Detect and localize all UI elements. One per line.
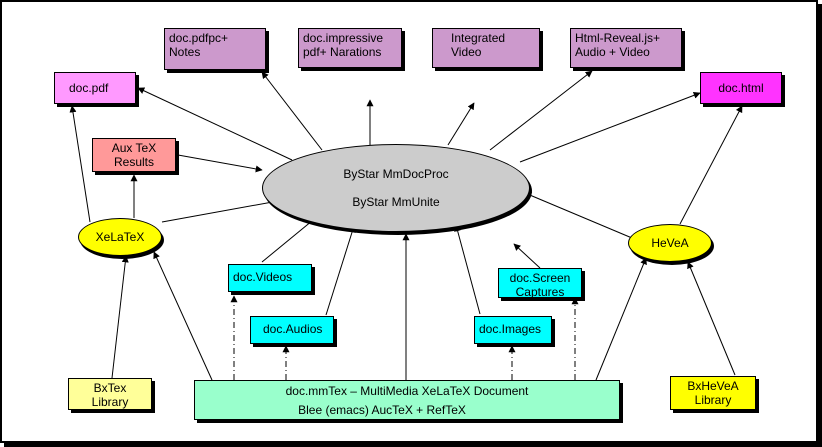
node-bystar-center: ByStar MmDocProc ByStar MmUnite	[262, 144, 530, 232]
arrow-xelatex-to-pdf	[69, 105, 91, 223]
arrow-source-to-hevea	[595, 257, 647, 381]
node-doc-html: doc.html	[700, 72, 782, 104]
node-doc-screen-captures: doc.Screen Captures	[498, 268, 582, 299]
arrow-center-to-integrated	[447, 102, 475, 146]
center-label-mmdocproc: ByStar MmDocProc	[343, 167, 449, 181]
node-aux-tex-results: Aux TeX Results	[92, 138, 176, 172]
node-pdfpc: doc.pdfpc+ Notes	[164, 28, 266, 70]
arrow-hevea-to-center	[524, 192, 633, 239]
arrow-source-to-xelatex	[153, 251, 213, 381]
node-doc-mmtex-source: doc.mmTex – MultiMedia XeLaTeX Document …	[194, 380, 620, 420]
source-label-document: doc.mmTex – MultiMedia XeLaTeX Document	[285, 384, 529, 398]
node-bxtex-library: BxTex Library	[68, 378, 152, 410]
arrow-center-to-pdf	[137, 87, 293, 161]
arrow-images-to-center	[454, 224, 481, 315]
arrow-screen-to-center	[513, 243, 541, 269]
arrow-bxtex-to-xelatex	[111, 255, 129, 379]
node-bxhevea-library: BxHeVeA Library	[670, 376, 756, 410]
arrow-aux-to-center	[177, 154, 263, 173]
node-hevea: HeVeA	[628, 224, 712, 262]
source-label-editor: Blee (emacs) AucTeX + RefTeX	[298, 403, 466, 417]
node-doc-pdf: doc.pdf	[54, 72, 136, 104]
arrow-center-to-html	[519, 91, 701, 163]
node-impressive: doc.impressive pdf+ Narations	[298, 28, 402, 68]
arrow-bxhevea-to-hevea	[687, 261, 736, 376]
node-xelatex: XeLaTeX	[78, 218, 162, 256]
arrow-center-to-pdfpc	[261, 71, 323, 151]
center-label-mmunite: ByStar MmUnite	[352, 195, 440, 209]
arrow-hevea-to-html	[679, 105, 743, 225]
arrow-center-to-reveal	[489, 70, 593, 151]
node-doc-audios: doc.Audios	[250, 316, 334, 344]
node-html-reveal: Html-Reveal.js+ Audio + Video	[570, 28, 682, 68]
node-doc-videos: doc.Videos	[228, 264, 312, 292]
arrow-audios-to-center	[325, 225, 356, 316]
node-doc-images: doc.Images	[474, 316, 552, 344]
arrow-videos-to-center	[261, 215, 319, 263]
node-integrated-video: Integrated Video	[432, 28, 540, 68]
